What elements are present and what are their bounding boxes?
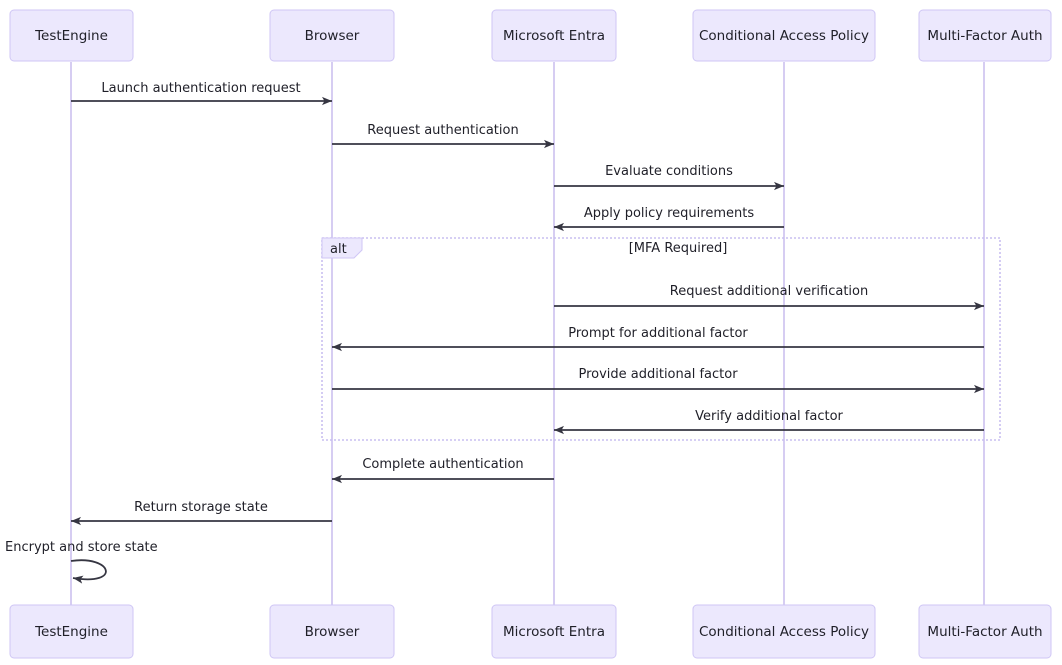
participant-label: Microsoft Entra (503, 624, 605, 640)
participant-label: Browser (305, 624, 360, 640)
alt-fragment: alt [MFA Required] (321, 237, 1001, 441)
message-label: Evaluate conditions (605, 164, 733, 179)
message-complete-authentication[interactable]: Complete authentication (332, 457, 554, 484)
participant-label: Conditional Access Policy (699, 28, 869, 44)
participant-label: Multi-Factor Auth (927, 624, 1042, 640)
message-label: Return storage state (134, 500, 268, 515)
message-label: Provide additional factor (578, 367, 738, 382)
participant-label: Conditional Access Policy (699, 624, 869, 640)
participant-label: Multi-Factor Auth (927, 28, 1042, 44)
participant-top-conditional-access-policy[interactable]: Conditional Access Policy (692, 9, 876, 62)
message-apply-policy-requirements[interactable]: Apply policy requirements (554, 206, 784, 232)
message-prompt-for-additional-factor[interactable]: Prompt for additional factor (332, 326, 984, 352)
message-return-storage-state[interactable]: Return storage state (71, 500, 332, 526)
participant-top-testengine[interactable]: TestEngine (9, 9, 134, 62)
participant-label: TestEngine (34, 624, 108, 640)
lifelines-group (70, 62, 985, 605)
alt-fragment-tag (321, 237, 363, 259)
message-label: Complete authentication (362, 457, 523, 472)
participant-label: TestEngine (34, 28, 108, 44)
alt-fragment-condition: [MFA Required] (629, 241, 728, 256)
message-label: Verify additional factor (695, 409, 843, 424)
message-label: Request additional verification (670, 284, 869, 299)
participant-box (269, 9, 395, 62)
message-request-additional-verification[interactable]: Request additional verification (554, 284, 984, 311)
self-message-label: Encrypt and store state (5, 540, 158, 555)
participant-box (692, 9, 876, 62)
alt-fragment-tag-label: alt (330, 242, 347, 257)
participant-top-microsoft-entra[interactable]: Microsoft Entra (491, 9, 617, 62)
participant-bottom-microsoft-entra[interactable]: Microsoft Entra (491, 604, 617, 659)
participants-bottom: TestEngine Browser Microsoft Entra Condi… (9, 604, 1052, 659)
messages-group: Launch authentication request Request au… (5, 81, 984, 584)
participant-box (491, 9, 617, 62)
participant-box (491, 604, 617, 659)
participant-box (692, 604, 876, 659)
message-encrypt-and-store-state[interactable]: Encrypt and store state (5, 540, 158, 584)
self-message-loop-arrow (70, 559, 107, 584)
participant-box (269, 604, 395, 659)
participant-bottom-multi-factor-auth[interactable]: Multi-Factor Auth (918, 604, 1052, 659)
message-label: Launch authentication request (101, 81, 300, 96)
participant-top-browser[interactable]: Browser (269, 9, 395, 62)
message-label: Prompt for additional factor (568, 326, 748, 341)
participant-bottom-browser[interactable]: Browser (269, 604, 395, 659)
participant-box (918, 604, 1052, 659)
participants-top: TestEngine Browser Microsoft Entra Condi… (9, 9, 1052, 62)
participant-box (918, 9, 1052, 62)
participant-top-multi-factor-auth[interactable]: Multi-Factor Auth (918, 9, 1052, 62)
participant-label: Browser (305, 28, 360, 44)
message-request-authentication[interactable]: Request authentication (332, 123, 554, 149)
message-launch-authentication-request[interactable]: Launch authentication request (71, 81, 332, 106)
participant-box (9, 604, 134, 659)
message-evaluate-conditions[interactable]: Evaluate conditions (554, 164, 784, 191)
message-label: Request authentication (367, 123, 518, 138)
participant-box (9, 9, 134, 62)
participant-bottom-testengine[interactable]: TestEngine (9, 604, 134, 659)
message-label: Apply policy requirements (584, 206, 754, 221)
message-provide-additional-factor[interactable]: Provide additional factor (332, 367, 984, 394)
message-verify-additional-factor[interactable]: Verify additional factor (554, 409, 984, 435)
participant-label: Microsoft Entra (503, 28, 605, 44)
participant-bottom-conditional-access-policy[interactable]: Conditional Access Policy (692, 604, 876, 659)
